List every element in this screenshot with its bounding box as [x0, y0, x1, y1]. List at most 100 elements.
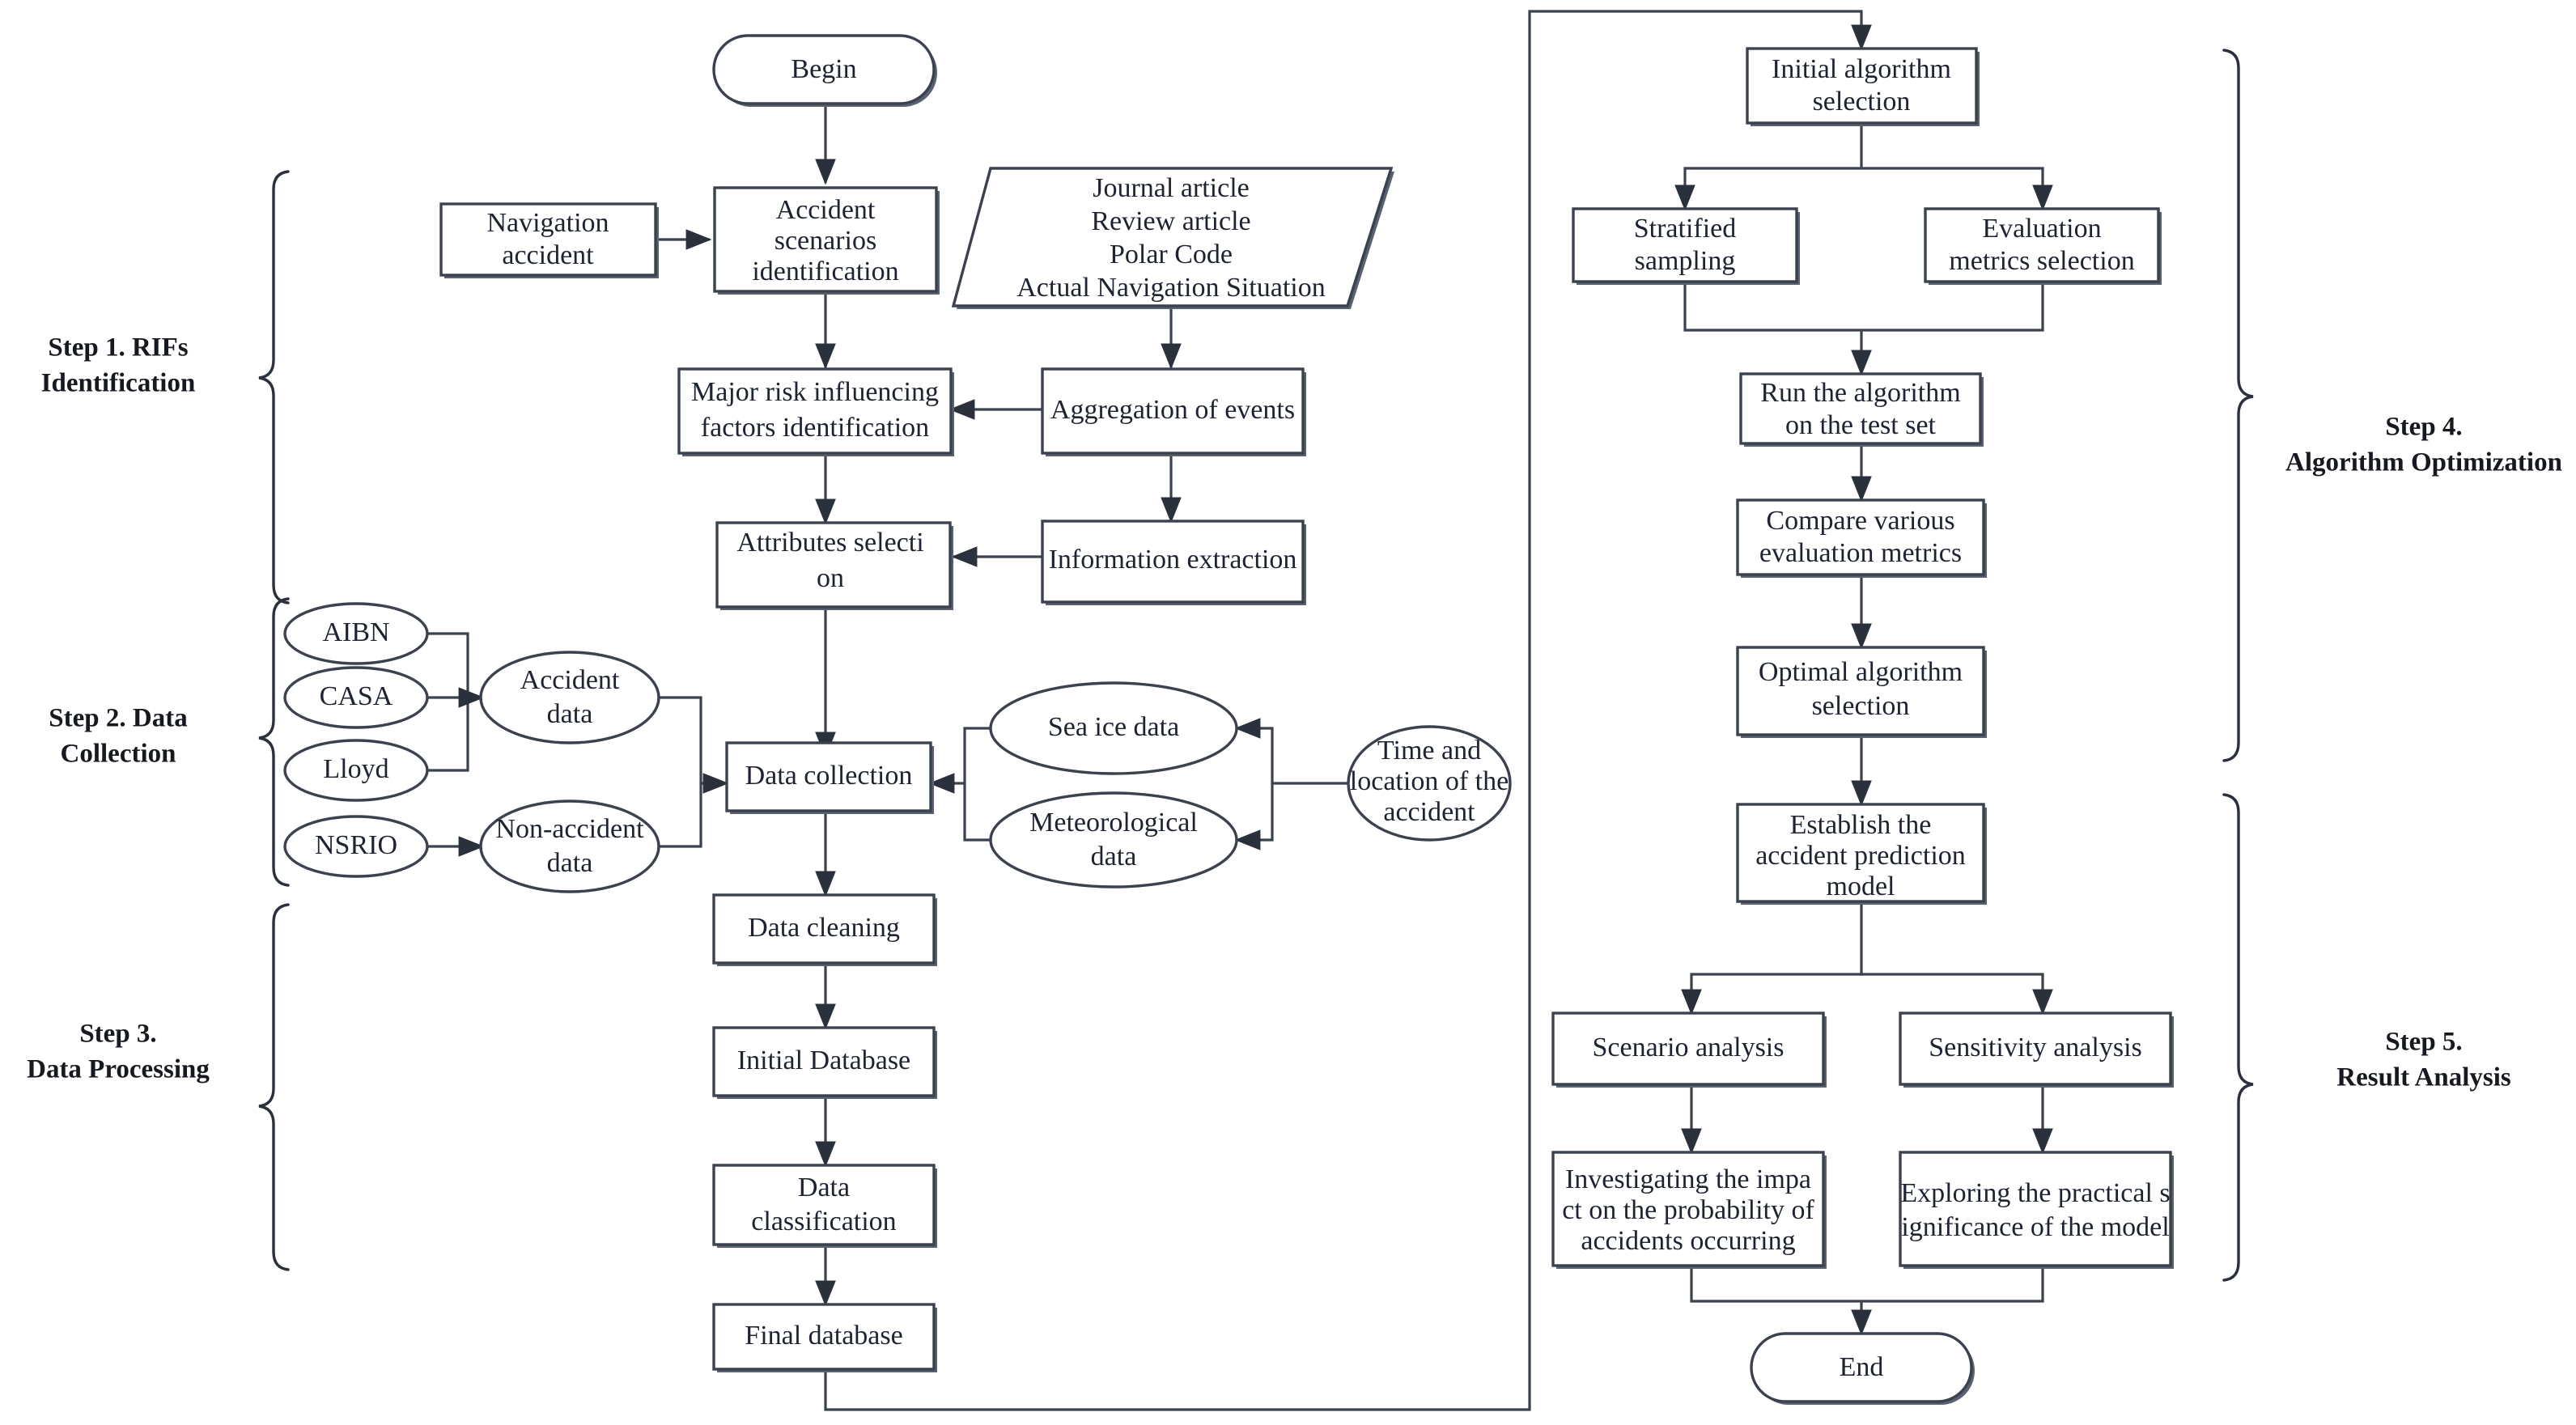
- node-exploring-line1: Exploring the practical s: [1900, 1178, 2170, 1208]
- node-begin[interactable]: Begin: [712, 34, 937, 107]
- node-attributes-line2: on: [817, 563, 844, 593]
- step1-line1: Step 1. RIFs: [48, 333, 188, 363]
- node-casa-label: CASA: [320, 681, 393, 711]
- step-brackets-right: [2222, 49, 2254, 1282]
- connector-accident-data-merge: [658, 696, 702, 783]
- node-investigating-line2: ct on the probability of: [1562, 1195, 1814, 1225]
- node-navigation-accident[interactable]: Navigation accident: [439, 202, 659, 278]
- node-data-collection-label: Data collection: [745, 761, 913, 791]
- node-accident-data[interactable]: Accident data: [479, 651, 660, 744]
- node-accident-data-line2: data: [547, 699, 593, 729]
- node-stratified-sampling[interactable]: Stratified sampling: [1572, 207, 1800, 285]
- node-meteorological-line1: Meteorological: [1029, 808, 1198, 838]
- node-non-accident-data[interactable]: Non-accident data: [479, 799, 660, 893]
- node-sea-ice-data[interactable]: Sea ice data: [989, 681, 1238, 775]
- node-sensitivity-analysis[interactable]: Sensitivity analysis: [1899, 1011, 2174, 1088]
- bracket-step5: [2222, 793, 2254, 1282]
- node-optimal-line1: Optimal algorithm: [1759, 657, 1963, 687]
- node-data-collection[interactable]: Data collection: [725, 741, 934, 814]
- bracket-step1: [258, 170, 290, 604]
- node-sources-line3: Polar Code: [1110, 240, 1233, 269]
- node-accident-scenarios-line1: Accident: [776, 195, 876, 225]
- node-sea-ice-data-label: Sea ice data: [1048, 712, 1179, 742]
- node-time-location[interactable]: Time and location of the accident: [1347, 725, 1512, 842]
- node-aibn-label: AIBN: [322, 617, 389, 647]
- node-establish-model[interactable]: Establish the accident prediction model: [1736, 803, 1987, 905]
- node-nsrio[interactable]: NSRIO: [283, 815, 429, 878]
- node-initial-database[interactable]: Initial Database: [712, 1026, 937, 1099]
- node-sensitivity-analysis-label: Sensitivity analysis: [1929, 1033, 2142, 1062]
- node-sources-parallelogram[interactable]: Journal article Review article Polar Cod…: [951, 167, 1394, 309]
- node-lloyd[interactable]: Lloyd: [283, 739, 429, 802]
- connector-ice-met-merge: [963, 727, 991, 842]
- node-compare-line1: Compare various: [1766, 506, 1954, 536]
- node-stratified-line2: sampling: [1635, 246, 1736, 276]
- node-evaluation-line2: metrics selection: [1949, 246, 2134, 276]
- connector-initial-algorithm-to-stratified: [1674, 120, 1863, 211]
- node-final-database-label: Final database: [745, 1321, 902, 1351]
- step-label-5: Step 5. Result Analysis: [2336, 1028, 2511, 1092]
- node-optimal-algorithm[interactable]: Optimal algorithm selection: [1736, 646, 1987, 738]
- connector-establish-to-scenario: [1681, 901, 1863, 1016]
- node-investigating-line1: Investigating the impa: [1565, 1164, 1811, 1194]
- connector-stratified-evaluation-merge: [1683, 282, 2044, 332]
- node-end[interactable]: End: [1750, 1332, 1975, 1405]
- node-sources-line4: Actual Navigation Situation: [1016, 273, 1326, 303]
- step5-line2: Result Analysis: [2336, 1063, 2511, 1092]
- node-evaluation-metrics-selection[interactable]: Evaluation metrics selection: [1924, 207, 2162, 285]
- node-sources-line1: Journal article: [1093, 173, 1250, 203]
- step-brackets-left: [258, 170, 290, 1271]
- connector-lloyd-to-accident-data: [427, 698, 469, 772]
- node-initial-algorithm-line2: selection: [1813, 87, 1911, 117]
- connector-time-location-to-sea-ice: [1234, 718, 1348, 785]
- node-casa[interactable]: CASA: [283, 666, 429, 729]
- node-investigating-line3: accidents occurring: [1581, 1226, 1795, 1256]
- node-stratified-line1: Stratified: [1634, 214, 1737, 244]
- connector-results-merge: [1690, 1269, 2044, 1303]
- connector-final-database-to-initial-algorithm: [824, 10, 1872, 1411]
- connector-initial-algorithm-to-evaluation: [1861, 167, 2053, 211]
- node-initial-database-label: Initial Database: [737, 1045, 910, 1075]
- node-final-database[interactable]: Final database: [712, 1303, 937, 1372]
- node-non-accident-data-line2: data: [547, 848, 593, 878]
- step-label-3: Step 3. Data Processing: [27, 1020, 210, 1084]
- node-information-extraction[interactable]: Information extraction: [1041, 520, 1306, 605]
- connector-aibn-to-accident-data: [427, 632, 469, 698]
- step2-line2: Collection: [61, 740, 176, 769]
- node-time-location-line2: location of the: [1350, 766, 1509, 796]
- node-attributes-selection[interactable]: Attributes selecti on: [715, 521, 953, 610]
- node-evaluation-line1: Evaluation: [1982, 214, 2101, 244]
- node-accident-data-line1: Accident: [520, 665, 620, 695]
- step3-line2: Data Processing: [27, 1055, 210, 1084]
- node-establish-line3: model: [1827, 872, 1895, 901]
- node-exploring-significance[interactable]: Exploring the practical s ignificance of…: [1899, 1151, 2174, 1269]
- node-compare-metrics[interactable]: Compare various evaluation metrics: [1736, 498, 1987, 578]
- bracket-step4: [2222, 49, 2254, 762]
- node-scenario-analysis[interactable]: Scenario analysis: [1551, 1011, 1827, 1088]
- node-data-classification-line1: Data: [798, 1173, 850, 1202]
- node-initial-algorithm-selection[interactable]: Initial algorithm selection: [1746, 47, 1980, 126]
- node-data-cleaning[interactable]: Data cleaning: [712, 893, 937, 966]
- node-aibn[interactable]: AIBN: [283, 602, 429, 665]
- node-run-algorithm[interactable]: Run the algorithm on the test set: [1739, 372, 1984, 447]
- bracket-step2: [258, 597, 290, 887]
- step4-line1: Step 4.: [2385, 413, 2462, 442]
- node-aggregation-of-events[interactable]: Aggregation of events: [1041, 367, 1306, 456]
- node-accident-scenarios-line2: scenarios: [774, 226, 877, 256]
- node-data-cleaning-label: Data cleaning: [748, 913, 900, 943]
- node-accident-scenarios[interactable]: Accident scenarios identification: [713, 186, 940, 295]
- node-investigating-impact[interactable]: Investigating the impa ct on the probabi…: [1551, 1151, 1827, 1269]
- node-major-risk[interactable]: Major risk influencing factors identific…: [677, 367, 954, 456]
- node-major-risk-line1: Major risk influencing: [691, 377, 939, 407]
- node-navigation-accident-line2: accident: [502, 240, 594, 270]
- step1-line2: Identification: [41, 369, 196, 398]
- node-begin-label: Begin: [791, 54, 856, 84]
- node-establish-line1: Establish the: [1790, 810, 1932, 840]
- step5-line1: Step 5.: [2385, 1028, 2462, 1057]
- node-data-classification[interactable]: Data classification: [712, 1164, 937, 1248]
- node-meteorological-data[interactable]: Meteorological data: [989, 791, 1238, 889]
- node-navigation-accident-line1: Navigation: [486, 208, 609, 238]
- step-label-1: Step 1. RIFs Identification: [41, 333, 196, 398]
